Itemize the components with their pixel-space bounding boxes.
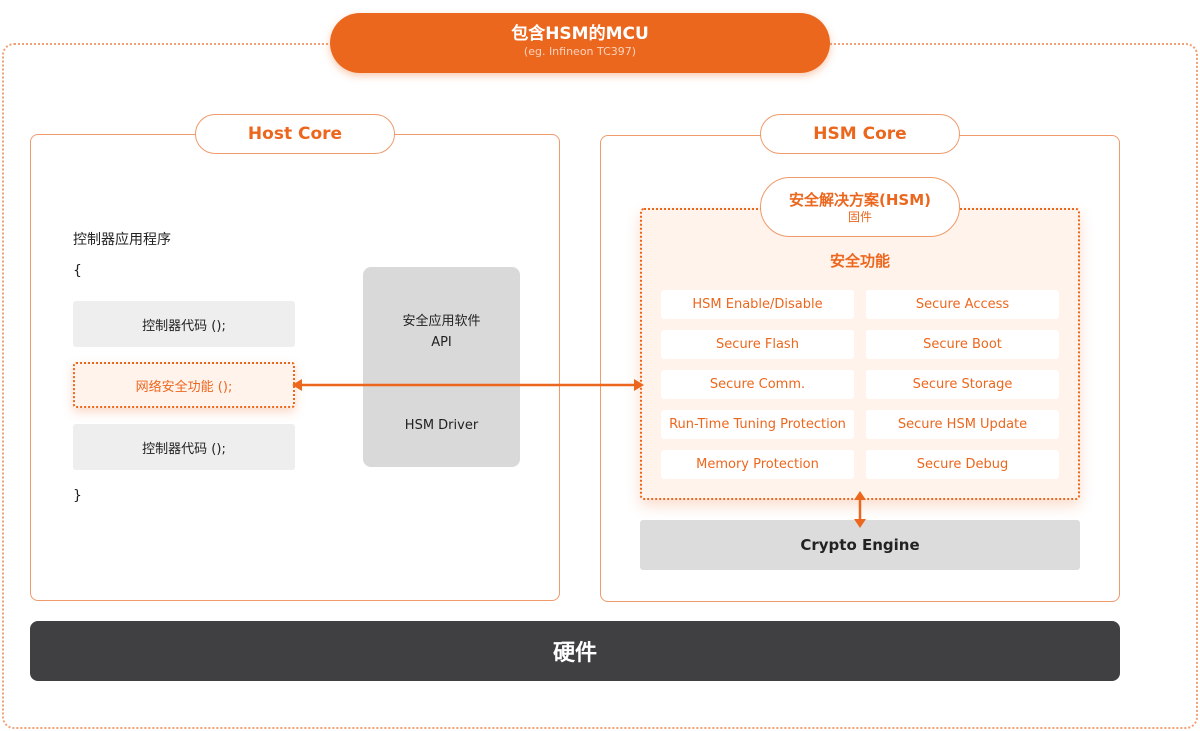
network-security-function-box: 网络安全功能 (); bbox=[73, 362, 295, 408]
security-api-label-line1: 安全应用软件 bbox=[402, 314, 481, 329]
security-functions-title: 安全功能 bbox=[829, 252, 890, 270]
feature-memory-protection: Memory Protection bbox=[661, 450, 854, 479]
mcu-subtitle: (eg. Infineon TC397) bbox=[523, 45, 637, 58]
crypto-engine-box: Crypto Engine bbox=[640, 520, 1080, 570]
hardware-bar: 硬件 bbox=[30, 621, 1120, 681]
feature-hsm-enable-disable: HSM Enable/Disable bbox=[661, 290, 854, 319]
security-solution-subtitle: 固件 bbox=[847, 210, 872, 224]
brace-open: { bbox=[73, 263, 82, 279]
controller-code-box-2: 控制器代码 (); bbox=[73, 424, 295, 470]
brace-close: } bbox=[73, 488, 82, 504]
feature-runtime-tuning-protection: Run-Time Tuning Protection bbox=[661, 410, 854, 439]
feature-secure-boot: Secure Boot bbox=[866, 330, 1059, 359]
feature-secure-storage: Secure Storage bbox=[866, 370, 1059, 399]
controller-code-box-1: 控制器代码 (); bbox=[73, 301, 295, 347]
security-solution-title: 安全解决方案(HSM) bbox=[789, 191, 931, 209]
firmware-crypto-double-arrow bbox=[854, 491, 866, 528]
feature-secure-comm: Secure Comm. bbox=[661, 370, 854, 399]
feature-secure-debug: Secure Debug bbox=[866, 450, 1059, 479]
mcu-title: 包含HSM的MCU bbox=[511, 24, 649, 44]
host-core-title: Host Core bbox=[195, 114, 395, 154]
feature-secure-hsm-update: Secure HSM Update bbox=[866, 410, 1059, 439]
hsm-core-title: HSM Core bbox=[760, 114, 960, 154]
hsm-driver-label: HSM Driver bbox=[404, 418, 479, 433]
feature-secure-access: Secure Access bbox=[866, 290, 1059, 319]
app-title: 控制器应用程序 bbox=[73, 232, 171, 248]
feature-secure-flash: Secure Flash bbox=[661, 330, 854, 359]
security-api-label-line2: API bbox=[431, 335, 452, 350]
security-api-label: 安全应用软件 API bbox=[363, 311, 520, 353]
mcu-title-pill: 包含HSM的MCU (eg. Infineon TC397) bbox=[330, 13, 830, 73]
security-solution-pill: 安全解决方案(HSM) 固件 bbox=[760, 177, 960, 237]
host-hsm-double-arrow bbox=[292, 379, 644, 391]
security-api-box bbox=[363, 267, 520, 467]
